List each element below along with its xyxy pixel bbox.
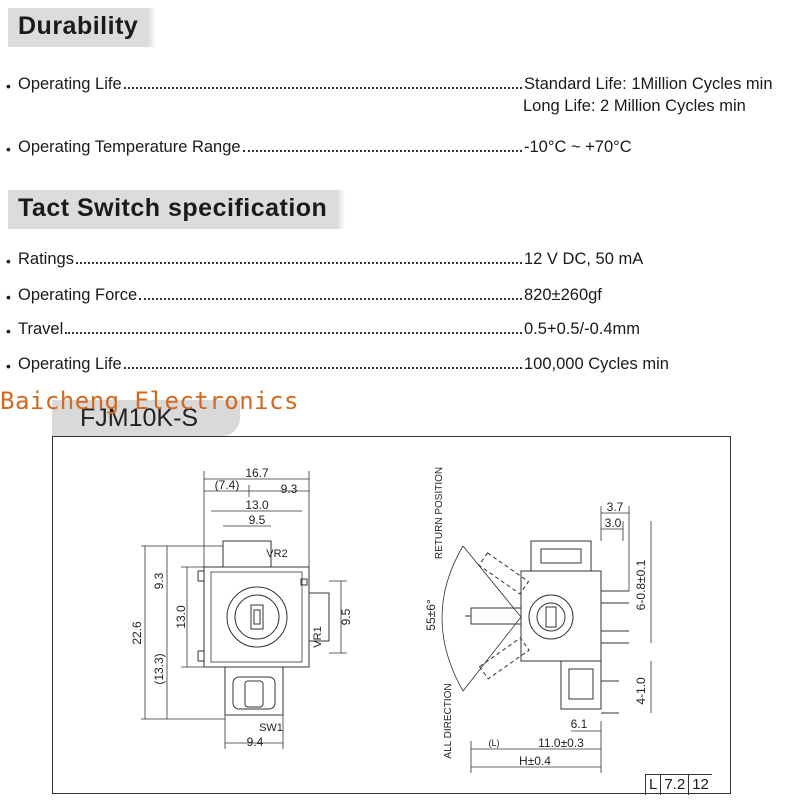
spec-row-travel: • Travel 0.5+0.5/-0.4mm [6, 315, 796, 339]
spec-row-ratings: • Ratings 12 V DC, 50 mA [6, 245, 796, 269]
dim-side-pin-height: 4-1.0 [634, 677, 648, 705]
spec-row-operating-life: • Operating Life Standard Life: 1Million… [6, 70, 796, 94]
spec-value-secondary: Long Life: 2 Million Cycles min [523, 97, 746, 115]
label-vr1: VR1 [312, 626, 324, 647]
dim-height-vr1: 9.5 [339, 608, 353, 625]
dim-width-right: 9.3 [281, 482, 298, 496]
leader-dots [242, 149, 522, 152]
dim-side-l: (L) [489, 738, 500, 748]
spec-value: 100,000 Cycles min [524, 355, 669, 373]
model-tab [52, 400, 240, 436]
dim-height-total: 22.6 [130, 621, 144, 645]
spec-label: Operating Force [18, 286, 138, 304]
dim-width-switch: 9.4 [247, 735, 264, 749]
tact-header: Tact Switch specification [8, 190, 346, 229]
leader-dots [75, 261, 522, 264]
label-sw1: SW1 [259, 722, 283, 734]
spec-value: -10°C ~ +70°C [524, 138, 632, 156]
code-box-cell: L [646, 775, 662, 795]
bullet: • [6, 289, 11, 305]
watermark: Baicheng Electronics [0, 387, 299, 415]
dim-side-pin-pitch: 6-0.8±0.1 [634, 559, 648, 610]
joystick-ring [226, 586, 288, 648]
bullet: • [6, 323, 11, 339]
spec-row-operating-force: • Operating Force 820±260gf [6, 281, 796, 305]
spec-label: Ratings [18, 250, 74, 268]
drawing-frame: 16.7 (7.4) 9.3 13.0 9.5 9.4 VR2 SW1 22.6… [52, 436, 731, 794]
spec-row-operating-temp: • Operating Temperature Range -10°C ~ +7… [6, 133, 796, 157]
leader-dots [65, 331, 522, 334]
dim-height-top: 9.3 [152, 572, 166, 589]
bullet: • [6, 78, 11, 94]
label-all-direction: ALL DIRECTION [443, 683, 454, 758]
front-body-outline [203, 566, 310, 668]
shaft-outline [470, 607, 522, 625]
leader-dots [123, 86, 522, 89]
dim-side-h: H±0.4 [519, 754, 551, 768]
bullet: • [6, 358, 11, 374]
dim-side-6-1: 6.1 [571, 717, 588, 731]
spec-row-tact-operating-life: • Operating Life 100,000 Cycles min [6, 350, 796, 374]
spec-label: Operating Life [18, 355, 122, 373]
code-box: L 7.2 12 [645, 774, 712, 795]
dim-width-left: (7.4) [215, 478, 240, 492]
dim-side-angle: 55±6° [424, 599, 438, 631]
dim-side-3-0: 3.0 [605, 516, 622, 530]
leader-dots [139, 297, 522, 300]
bullet: • [6, 141, 11, 157]
dim-height-bottom: (13.3) [152, 653, 166, 684]
dim-side-3-7: 3.7 [607, 500, 624, 514]
spec-label: Operating Temperature Range [18, 138, 241, 156]
side-body-outline [520, 570, 602, 662]
dim-width-total: 16.7 [245, 466, 269, 480]
dim-height-body: 13.0 [174, 605, 188, 629]
leader-dots [123, 366, 522, 369]
spec-label: Travel [18, 320, 64, 338]
angle-arc [441, 545, 464, 692]
label-vr2: VR2 [266, 548, 287, 560]
spec-label: Operating Life [18, 75, 122, 93]
dim-side-11-0: 11.0±0.3 [538, 736, 584, 750]
vr2-pot-outline [222, 540, 272, 568]
vr1-pot-outline [308, 592, 330, 642]
bullet: • [6, 253, 11, 269]
spec-value: Standard Life: 1Million Cycles min [524, 75, 773, 93]
durability-header: Durability [8, 8, 157, 47]
dim-width-body: 13.0 [245, 498, 269, 512]
spec-value: 0.5+0.5/-0.4mm [524, 320, 641, 338]
code-box-cell: 7.2 [661, 775, 690, 795]
spec-value: 820±260gf [524, 286, 602, 304]
sw1-switch-outline [224, 666, 284, 716]
model-title: FJM10K-S [80, 404, 199, 432]
dim-width-inner: 9.5 [249, 513, 266, 527]
code-box-cell: 12 [692, 776, 709, 793]
label-return-position: RETURN POSITION [434, 467, 445, 559]
technical-drawing: 16.7 (7.4) 9.3 13.0 9.5 9.4 VR2 SW1 22.6… [130, 466, 652, 773]
spec-value: 12 V DC, 50 mA [524, 250, 644, 268]
